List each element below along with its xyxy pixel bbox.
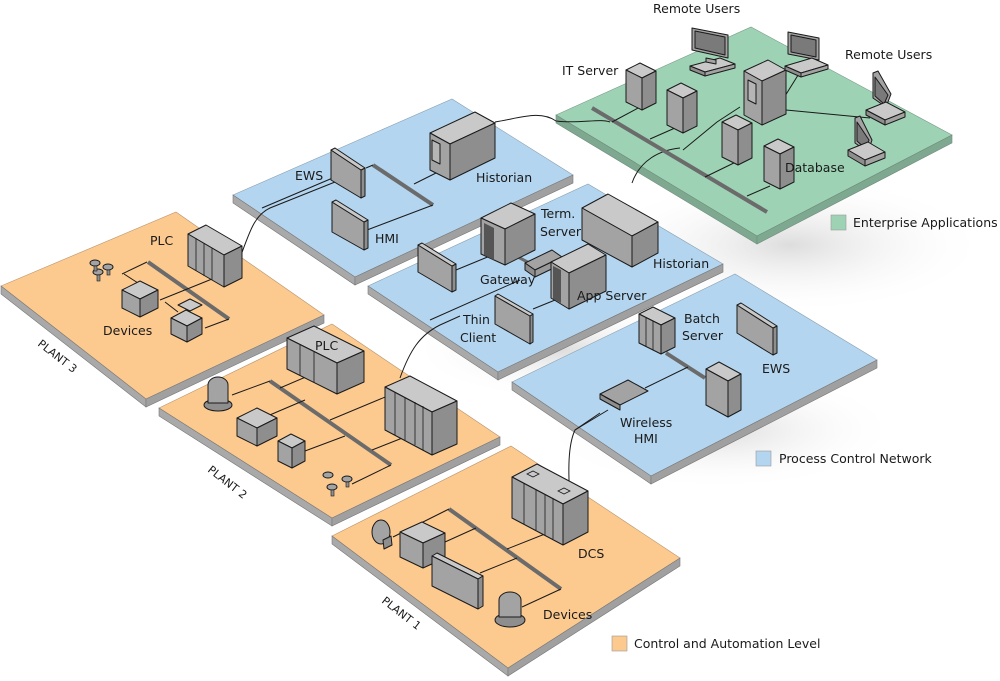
process-upper-network: EWS HMI Historian xyxy=(261,111,532,251)
historian-server-icon xyxy=(581,193,659,268)
legend-item-control: Control and Automation Level xyxy=(611,635,820,652)
app-server-icon xyxy=(550,243,607,310)
database-label: Database xyxy=(785,160,845,175)
server-icon xyxy=(666,82,698,134)
legend: Enterprise Applications Process Control … xyxy=(611,214,998,652)
thin-client-label-line2: Client xyxy=(460,330,496,345)
it-server-label: IT Server xyxy=(562,63,619,78)
gateway-label: Gateway xyxy=(480,272,536,287)
plant3-bus xyxy=(146,260,231,321)
process-lower-network: Batch Server EWS Wireless HMI xyxy=(574,302,790,446)
beacon-device-icon xyxy=(203,376,233,412)
plant1-bus xyxy=(447,507,563,591)
server-icon xyxy=(721,114,753,166)
batch-server-label-line2: Server xyxy=(682,328,724,343)
thin-client-label-line1: Thin xyxy=(462,312,490,327)
remote-user-monitor-icon xyxy=(865,70,906,126)
ews-panel-icon xyxy=(736,302,778,356)
beacon-device-icon xyxy=(494,591,526,628)
legend-item-enterprise: Enterprise Applications xyxy=(830,214,998,231)
motor-device-icon xyxy=(371,519,393,550)
plant3-platform xyxy=(0,211,325,408)
wireless-hmi-label-line2: HMI xyxy=(634,431,658,446)
dcs-label: DCS xyxy=(578,546,604,561)
legend-label-process: Process Control Network xyxy=(779,451,933,466)
process-lower-platform xyxy=(511,273,878,485)
it-server-icon xyxy=(625,62,657,111)
ews-label: EWS xyxy=(295,168,323,183)
drive-device-icon xyxy=(236,407,278,447)
legend-label-enterprise: Enterprise Applications xyxy=(853,215,998,230)
process-middle-network: Term. Server Historian Gateway App Serve… xyxy=(417,193,709,345)
plant2-plc-label: PLC xyxy=(315,338,339,353)
panel-device-icon xyxy=(431,552,484,610)
mainframe-server-icon xyxy=(743,59,787,126)
server-icon xyxy=(705,361,742,418)
historian-server-icon xyxy=(429,111,496,181)
ews-panel-icon xyxy=(330,147,366,199)
batch-server-icon xyxy=(638,306,676,355)
drive-device-icon xyxy=(121,280,159,318)
remote-users-label-right: Remote Users xyxy=(845,47,932,62)
term-server-label-line2: Server xyxy=(540,224,582,239)
sensor-cluster-icon xyxy=(322,471,353,497)
sensor-cluster-icon xyxy=(89,259,114,282)
legend-swatch-control xyxy=(611,635,628,652)
cable-plant3-to-ews xyxy=(239,179,341,259)
enterprise-network: Remote Users Remote Users IT Server Data… xyxy=(562,1,932,214)
remote-user-workstation-icon xyxy=(689,27,736,77)
remote-user-monitor-icon xyxy=(847,115,886,167)
historian-label: Historian xyxy=(476,170,532,185)
cable-termserver-to-enterprise xyxy=(631,147,681,184)
process-lower-bus xyxy=(664,351,707,380)
database-server-icon xyxy=(763,138,795,190)
dcs-cabinet-icon xyxy=(511,463,589,546)
dcs-cabinet-icon xyxy=(384,375,458,456)
legend-swatch-enterprise xyxy=(830,214,847,231)
plc-icon xyxy=(187,224,243,288)
wireless-hmi-label-line1: Wireless xyxy=(620,415,672,430)
plc-icon xyxy=(286,325,365,395)
cable-plant2-to-thinclient xyxy=(399,315,461,379)
hmi-label: HMI xyxy=(375,231,399,246)
app-server-label: App Server xyxy=(577,288,647,303)
batch-server-label-line1: Batch xyxy=(684,311,720,326)
plant3-devices-label: Devices xyxy=(103,323,152,338)
legend-label-control: Control and Automation Level xyxy=(634,636,820,651)
remote-user-workstation-icon xyxy=(784,31,829,78)
plant1-devices-label: Devices xyxy=(543,607,592,622)
remote-users-label-top: Remote Users xyxy=(653,1,740,16)
plant3-plc-label: PLC xyxy=(150,233,174,248)
ews-lower-label: EWS xyxy=(762,361,790,376)
wireless-hmi-icon xyxy=(599,379,649,411)
plant2-bus xyxy=(268,379,393,467)
motor-device-icon xyxy=(277,433,306,469)
process-upper-bus xyxy=(371,163,435,207)
workstation-panel-icon xyxy=(417,242,457,293)
thin-client-panel-icon xyxy=(494,293,534,345)
enterprise-bus xyxy=(590,106,769,214)
cable-historian-to-enterprise xyxy=(494,114,611,123)
hmi-panel-icon xyxy=(331,199,369,251)
terminal-server-icon xyxy=(480,202,536,266)
legend-item-process: Process Control Network xyxy=(755,450,933,467)
motor-device-icon xyxy=(170,298,203,343)
historian-middle-label: Historian xyxy=(653,256,709,271)
term-server-label-line1: Term. xyxy=(540,206,575,221)
plant3-network: PLC Devices PLANT 3 xyxy=(35,224,243,376)
plant1-platform xyxy=(331,445,681,677)
legend-swatch-process xyxy=(755,450,772,467)
plant2-network: PLC PLANT 2 xyxy=(203,325,458,502)
